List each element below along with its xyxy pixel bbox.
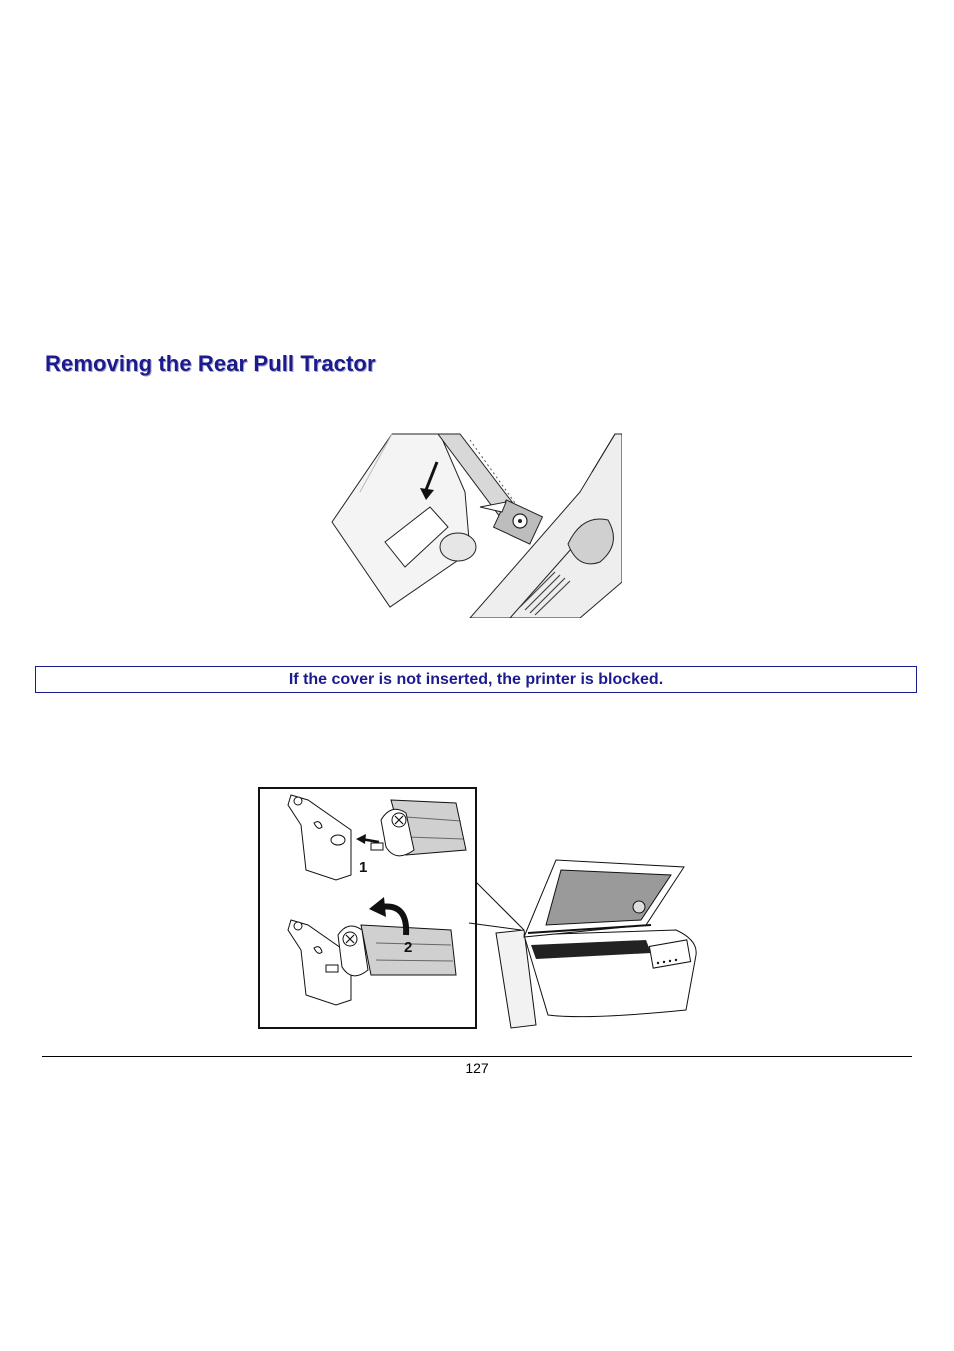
rear-tractor-figure — [331, 433, 622, 618]
cover-insertion-figure: 1 2 — [258, 787, 697, 1029]
step-1-label: 1 — [359, 859, 367, 876]
section-heading: Removing the Rear Pull Tractor — [45, 351, 376, 376]
warning-notice-box: If the cover is not inserted, the printe… — [35, 666, 917, 693]
warning-notice-text: If the cover is not inserted, the printe… — [288, 670, 664, 688]
footer-rule — [42, 1056, 912, 1057]
step-2-label: 2 — [404, 939, 412, 956]
page-number: 127 — [465, 1060, 489, 1076]
